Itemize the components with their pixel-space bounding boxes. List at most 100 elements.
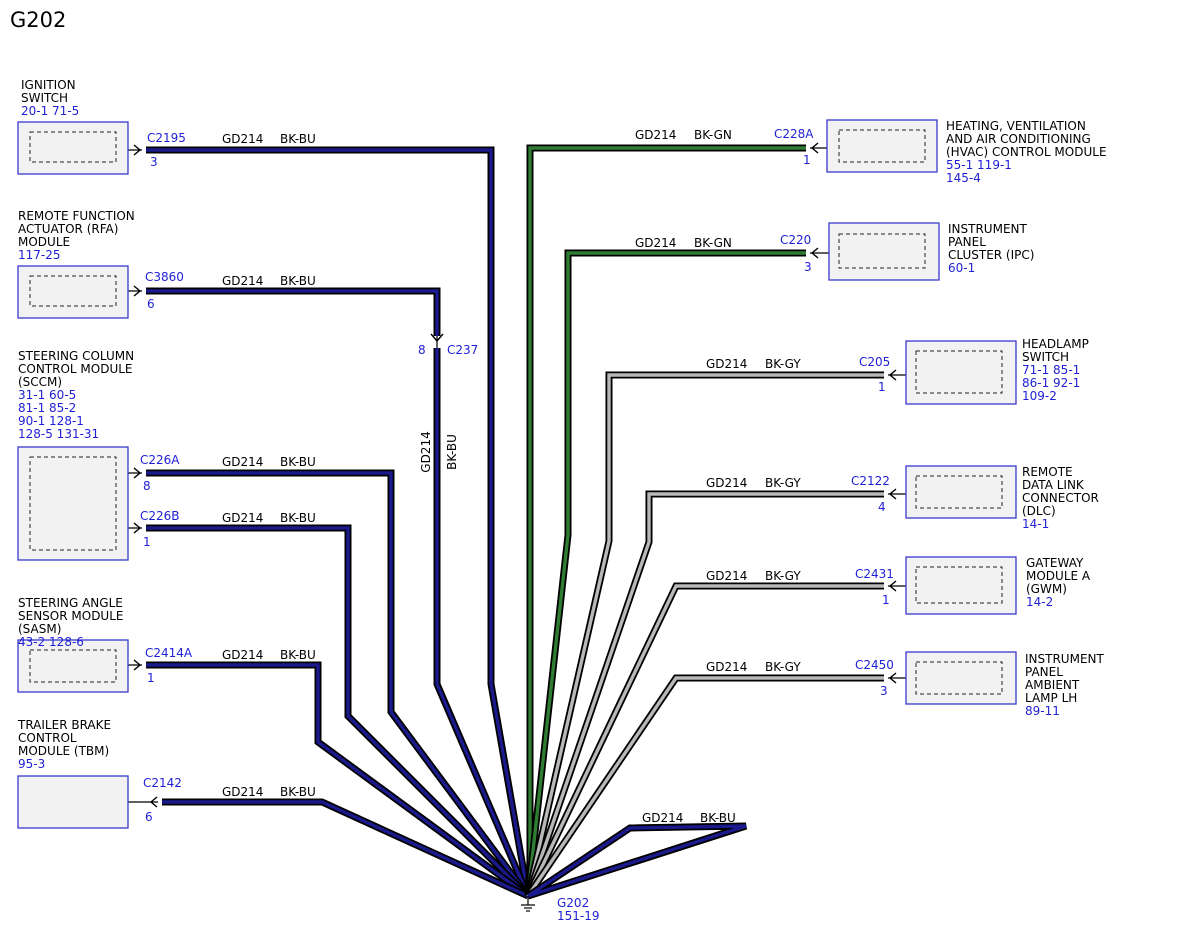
w-sccm-b-pin-label: 1	[143, 535, 151, 549]
ipc-ref-line: 60-1	[948, 261, 975, 275]
gwm-name-line: GATEWAY	[1026, 556, 1084, 570]
w-headlamp-line	[526, 373, 884, 897]
sasm-ref-line: 43-2 128-6	[18, 635, 84, 649]
w-tbm-color-label: BK-BU	[280, 785, 316, 799]
w-ambient-connector-label: C2450	[855, 658, 894, 672]
sccm-ref-line: 128-5 131-31	[18, 427, 99, 441]
rfa-inner-outline	[29, 275, 117, 307]
tbm-name-line: TRAILER BRAKE	[17, 718, 111, 732]
w-ignition-line	[146, 148, 530, 897]
gwm-module-box	[905, 556, 1017, 615]
hvac-inner-outline	[838, 129, 926, 163]
headlamp-name-line: SWITCH	[1022, 350, 1069, 364]
w-ambient-circuit-label: GD214	[706, 660, 747, 674]
gwm-name-line: MODULE A	[1026, 569, 1091, 583]
w-sccm-b-connector-label: C226B	[140, 509, 180, 523]
sccm-inner-outline	[29, 456, 117, 551]
sccm-ref-line: 31-1 60-5	[18, 388, 76, 402]
gwm-name-line: (GWM)	[1026, 582, 1067, 596]
sccm-ref-line: 81-1 85-2	[18, 401, 76, 415]
w-gwm-line	[526, 584, 884, 897]
dlc-inner-outline	[915, 475, 1003, 509]
ipc-name-line: PANEL	[948, 235, 986, 249]
w-ignition-color-label: BK-BU	[280, 132, 316, 146]
w-ignition-circuit-label: GD214	[222, 132, 263, 146]
w-ipc-jack-icon	[810, 247, 819, 259]
w-rfa-connector-label: C3860	[145, 270, 184, 284]
w-tbm-connector-label: C2142	[143, 776, 182, 790]
w-sccm-b-jack-icon	[133, 522, 142, 534]
dlc-ref-line: 14-1	[1022, 517, 1049, 531]
c237-color-label: BK-BU	[445, 434, 459, 470]
w-rfa-circuit-label: GD214	[222, 274, 263, 288]
w-sasm-color-label: BK-BU	[280, 648, 316, 662]
ipc-name-line: CLUSTER (IPC)	[948, 248, 1034, 262]
w-sccm-a-line-outline	[146, 469, 531, 899]
w-ipc-circuit-label: GD214	[635, 236, 676, 250]
headlamp-ref-line: 109-2	[1022, 389, 1057, 403]
rfa-name-line: MODULE	[18, 235, 70, 249]
w-sccm-a-line	[146, 471, 530, 898]
w-rfa-pin-label: 6	[147, 297, 155, 311]
w-loop-circuit-label: GD214	[642, 811, 683, 825]
ambient-name-line: LAMP LH	[1025, 691, 1077, 705]
w-loop-line	[527, 824, 747, 898]
w-sccm-b-line	[146, 526, 530, 898]
ipc-name-line: INSTRUMENT	[948, 222, 1027, 236]
headlamp-ref-line: 71-1 85-1	[1022, 363, 1080, 377]
dlc-module-box	[905, 465, 1017, 519]
w-hvac-jack-icon	[810, 142, 819, 154]
w-ipc-pin-label: 3	[804, 260, 812, 274]
c237-pin-label: 8	[418, 343, 426, 357]
w-ambient-color-label: BK-GY	[765, 660, 801, 674]
dlc-name-line: DATA LINK	[1022, 478, 1085, 492]
sccm-name-line: (SCCM)	[18, 375, 62, 389]
w-headlamp-pin-label: 1	[878, 380, 886, 394]
dlc-name-line: CONNECTOR	[1022, 491, 1099, 505]
hvac-ref-line: 55-1 119-1	[946, 158, 1012, 172]
tbm-name-line: MODULE (TBM)	[18, 744, 109, 758]
ambient-inner-outline	[915, 661, 1003, 695]
tbm-name-line: CONTROL	[18, 731, 77, 745]
sccm-name-line: STEERING COLUMN	[18, 349, 134, 363]
gwm-ref-line: 14-2	[1026, 595, 1053, 609]
w-sccm-a-pin-label: 8	[143, 479, 151, 493]
w-ignition-pin-label: 3	[150, 155, 158, 169]
sasm-inner-outline	[29, 649, 117, 683]
ignition-ref-line: 20-1 71-5	[21, 104, 79, 118]
tbm-module-box	[17, 775, 129, 829]
headlamp-module-box	[905, 340, 1017, 405]
w-sasm-pin-label: 1	[147, 671, 155, 685]
hvac-module-box	[826, 119, 938, 173]
rfa-ref-line: 117-25	[18, 248, 61, 262]
page-title: G202	[10, 8, 67, 32]
w-sccm-b-circuit-label: GD214	[222, 511, 263, 525]
w-tbm-line	[162, 800, 529, 898]
w-tbm-pin-label: 6	[145, 810, 153, 824]
w-rfa-jack-icon	[133, 285, 142, 297]
sasm-name-line: STEERING ANGLE	[18, 596, 123, 610]
w-dlc-color-label: BK-GY	[765, 476, 801, 490]
c237-circuit-label: GD214	[419, 431, 433, 472]
ground-ref-label: 151-19	[557, 909, 600, 923]
w-headlamp-jack-icon	[888, 369, 897, 381]
w-sasm-circuit-label: GD214	[222, 648, 263, 662]
w-gwm-circuit-label: GD214	[706, 569, 747, 583]
headlamp-name-line: HEADLAMP	[1022, 337, 1089, 351]
ambient-module-box	[905, 651, 1017, 705]
sccm-module-box	[17, 446, 129, 561]
w-sccm-a-color-label: BK-BU	[280, 455, 316, 469]
w-rfa-color-label: BK-BU	[280, 274, 316, 288]
ignition-inner-outline	[29, 131, 117, 163]
w-hvac-pin-label: 1	[803, 153, 811, 167]
w-gwm-pin-label: 1	[882, 593, 890, 607]
w-tbm-jack-icon	[149, 796, 158, 808]
ignition-name-line: IGNITION	[21, 78, 76, 92]
w-dlc-connector-label: C2122	[851, 474, 890, 488]
sasm-name-line: (SASM)	[18, 622, 61, 636]
hvac-ref-line: 145-4	[946, 171, 981, 185]
w-dlc-circuit-label: GD214	[706, 476, 747, 490]
w-ipc-connector-label: C220	[780, 233, 811, 247]
w-sccm-a-connector-label: C226A	[140, 453, 180, 467]
